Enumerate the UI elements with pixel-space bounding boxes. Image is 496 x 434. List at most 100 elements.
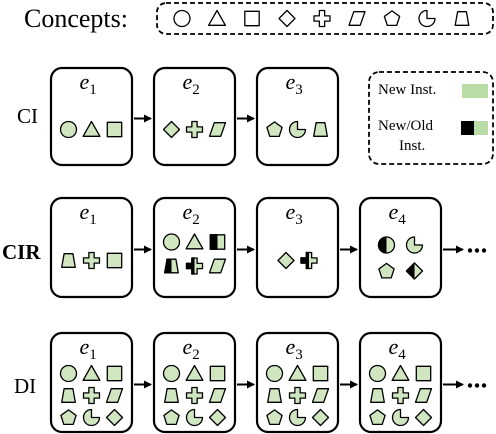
- diamond-icon: [208, 408, 227, 427]
- experience-4: e4: [358, 196, 443, 299]
- cross-icon: [288, 386, 307, 405]
- circle-icon: [59, 364, 78, 383]
- experience-1: e1: [49, 331, 134, 434]
- trapezoid-icon: [454, 11, 470, 26]
- diamond-icon: [105, 408, 124, 427]
- experience-3: e3: [255, 66, 340, 167]
- ellipsis: [467, 383, 487, 388]
- experience-box: [49, 196, 134, 299]
- circle-icon: [265, 364, 284, 383]
- experience-1: e1: [49, 66, 134, 167]
- triangle-icon: [207, 9, 227, 26]
- pacman-icon: [185, 408, 204, 427]
- cross-icon: [82, 386, 101, 405]
- experience-2: e2: [152, 196, 237, 299]
- parallelogram-icon: [105, 388, 124, 403]
- trapezoid-icon: [267, 388, 282, 403]
- legend-new-inst-label: New Inst.: [378, 82, 436, 98]
- parallelogram-icon: [208, 122, 227, 137]
- concept-shape-row: [173, 9, 470, 28]
- parallelogram-icon: [311, 388, 330, 403]
- circle-icon: [162, 233, 181, 251]
- diamond-icon: [278, 9, 296, 28]
- pacman-icon: [405, 236, 424, 254]
- pentagon-icon: [369, 409, 386, 426]
- square-icon: [312, 365, 329, 382]
- triangle-icon: [391, 364, 410, 381]
- cross-icon: [82, 251, 101, 270]
- triangle-icon: [288, 364, 307, 381]
- triangle-icon: [185, 233, 204, 250]
- triangle-icon: [82, 120, 101, 137]
- experience-2: e2: [152, 331, 237, 434]
- cross-icon: [185, 120, 204, 139]
- experience-1: e1: [49, 196, 134, 299]
- circle-icon: [368, 364, 387, 383]
- diamond-icon: [277, 251, 295, 270]
- diamond-icon: [414, 408, 433, 427]
- circle-icon: [162, 364, 181, 383]
- concepts-label: Concepts:: [24, 4, 128, 33]
- pacman-icon: [418, 9, 436, 28]
- experience-3: e3: [255, 331, 340, 434]
- trapezoid-icon: [61, 388, 76, 403]
- ellipsis: [467, 248, 487, 253]
- cross-new-old-icon: [185, 257, 204, 275]
- pacman-icon: [82, 408, 101, 427]
- pacman-icon: [288, 408, 307, 427]
- experience-box: [152, 66, 237, 167]
- pacman-icon: [391, 408, 410, 427]
- row-label: CI: [17, 104, 38, 128]
- trapezoid-new-old-icon: [164, 258, 179, 274]
- experience-box: [358, 331, 443, 434]
- legend-new-old-label-line1: New/Old: [378, 118, 433, 134]
- diamond-icon: [311, 408, 330, 427]
- pentagon-icon: [266, 409, 283, 426]
- parallelogram-icon: [348, 11, 366, 26]
- diamond-icon: [162, 120, 181, 139]
- experience-box: [255, 66, 340, 167]
- trapezoid-icon: [61, 253, 76, 268]
- row-label: DI: [14, 374, 36, 398]
- experience-2: e2: [152, 66, 237, 167]
- experience-box: [49, 66, 134, 167]
- pacman-icon: [288, 120, 307, 139]
- cross-icon: [391, 386, 410, 405]
- triangle-icon: [185, 364, 204, 381]
- legend-new-old-label-line2: Inst.: [399, 138, 425, 154]
- square-new-old-icon: [209, 234, 226, 250]
- square-icon: [244, 10, 260, 27]
- pentagon-icon: [60, 409, 77, 426]
- trapezoid-icon: [370, 388, 385, 403]
- trapezoid-icon: [313, 122, 328, 137]
- row-label: CIR: [2, 240, 41, 264]
- pentagon-icon: [378, 262, 395, 279]
- diamond-new-old-icon: [405, 262, 424, 280]
- pentagon-icon: [266, 121, 283, 138]
- square-icon: [415, 365, 432, 382]
- parallelogram-icon: [414, 388, 433, 403]
- trapezoid-icon: [164, 388, 179, 403]
- legend-new-old-swatch: [461, 121, 488, 135]
- parallelogram-icon: [208, 388, 227, 403]
- square-icon: [106, 252, 123, 269]
- triangle-icon: [82, 364, 101, 381]
- square-icon: [209, 365, 226, 382]
- pentagon-icon: [163, 409, 180, 426]
- legend-new-inst-swatch: [462, 84, 488, 98]
- cross-new-old-icon: [300, 251, 318, 270]
- experience-box: [152, 331, 237, 434]
- experience-box: [255, 331, 340, 434]
- experience-4: e4: [358, 331, 443, 434]
- experience-3: e3: [255, 196, 340, 299]
- circle-icon: [59, 120, 78, 139]
- square-icon: [106, 121, 123, 138]
- circle-icon: [173, 9, 191, 28]
- square-icon: [106, 365, 123, 382]
- cross-icon: [185, 386, 204, 405]
